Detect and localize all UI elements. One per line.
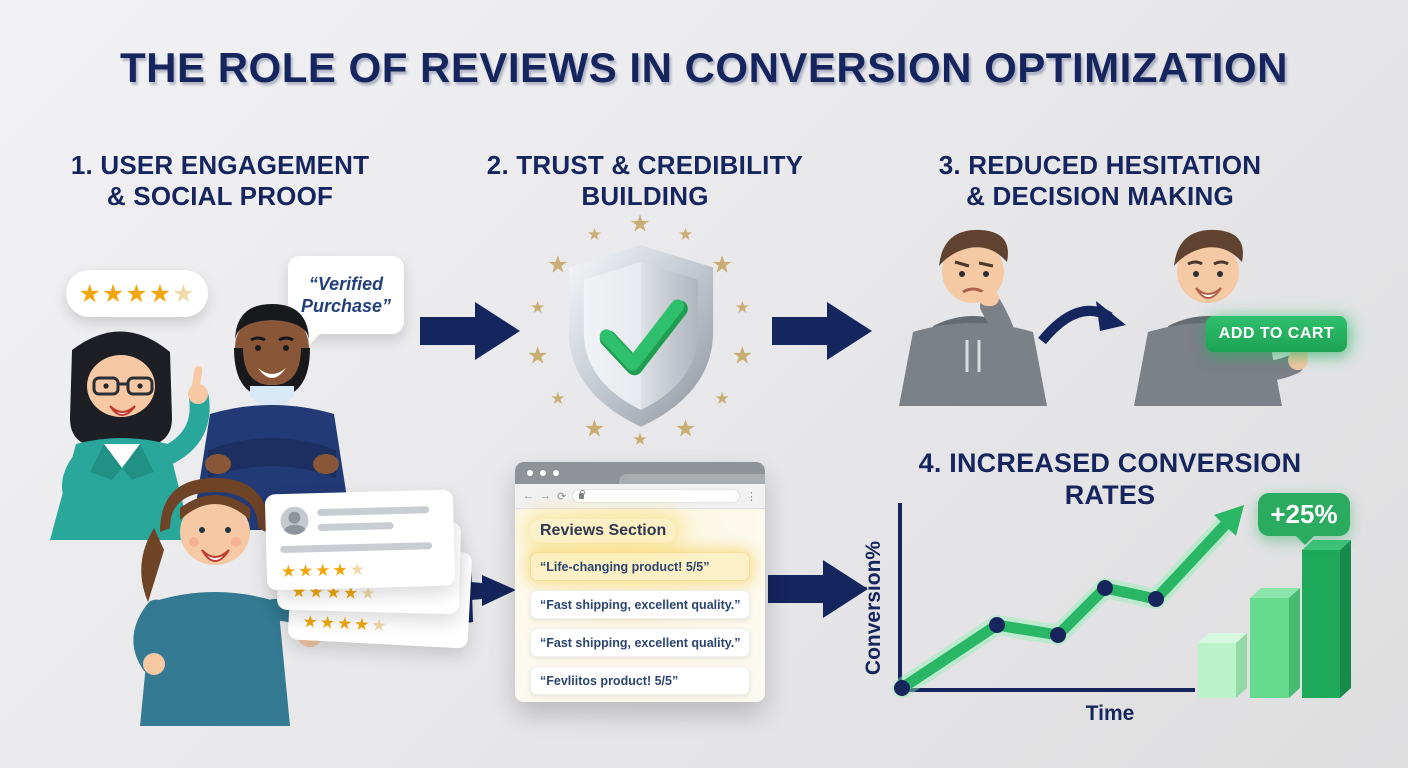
ring-star-icon: ★ bbox=[629, 210, 651, 238]
section-4-line1: 4. INCREASED CONVERSION RATES bbox=[918, 448, 1302, 510]
ring-star-icon: ★ bbox=[711, 251, 733, 279]
ring-star-icon: ★ bbox=[714, 389, 730, 409]
review-row-3: “Fast shipping, excellent quality.” bbox=[530, 628, 750, 657]
uplift-badge: +25% bbox=[1258, 493, 1350, 545]
x-axis-label: Time bbox=[1086, 702, 1135, 725]
ring-star-icon: ★ bbox=[632, 430, 648, 449]
browser-window: ← → ⟳ ⋮ Reviews Section “Life-changing p… bbox=[515, 462, 765, 702]
page-title: THE ROLE OF REVIEWS IN CONVERSION OPTIMI… bbox=[120, 44, 1288, 91]
section-1-line2: & SOCIAL PROOF bbox=[106, 180, 334, 211]
growth-bars bbox=[1198, 540, 1351, 698]
review-row-4: “Fevliitos product! 5/5” bbox=[530, 666, 750, 695]
bubble-line2: Purchase” bbox=[300, 296, 392, 316]
section-2-line1: 2. TRUST & CREDIBILITY bbox=[486, 150, 804, 180]
hesitant-man-illustration bbox=[899, 229, 1047, 406]
avatar bbox=[280, 506, 309, 536]
ring-star-icon: ★ bbox=[731, 342, 754, 370]
star-ring: ★★★★★★★★★★★★★★ bbox=[523, 210, 757, 451]
star-icons: ★★★★ bbox=[302, 611, 372, 635]
url-bar[interactable] bbox=[572, 489, 740, 503]
trust-shield-icon bbox=[568, 245, 714, 427]
refresh-icon[interactable]: ⟳ bbox=[557, 490, 567, 503]
window-control-dots bbox=[527, 470, 559, 476]
star-icon-pale: ★ bbox=[172, 279, 196, 308]
ring-star-icon: ★ bbox=[677, 224, 694, 244]
ring-star-icon: ★ bbox=[586, 224, 603, 244]
browser-content: Reviews Section “Life-changing product! … bbox=[515, 509, 765, 702]
back-icon[interactable]: ← bbox=[523, 490, 534, 502]
section-3-heading: 3. REDUCED HESITATION & DECISION MAKING bbox=[925, 150, 1275, 211]
arrow-right-icon bbox=[768, 560, 868, 618]
ring-star-icon: ★ bbox=[674, 415, 697, 443]
curved-arrow-icon bbox=[1038, 301, 1126, 345]
ring-star-icon: ★ bbox=[526, 342, 549, 370]
add-to-cart-button[interactable]: ADD TO CART bbox=[1206, 316, 1347, 352]
conversion-line-chart: Conversion% Time bbox=[862, 503, 1351, 725]
ring-star-icon: ★ bbox=[583, 415, 606, 443]
section-2-line2: BUILDING bbox=[581, 180, 709, 211]
section-1-line1: 1. USER ENGAGEMENT bbox=[70, 150, 370, 180]
review-row-1: “Life-changing product! 5/5” bbox=[530, 552, 750, 581]
ring-star-icon: ★ bbox=[530, 297, 546, 317]
y-axis-label: Conversion% bbox=[862, 541, 885, 676]
section-2-heading: 2. TRUST & CREDIBILITY BUILDING bbox=[480, 150, 810, 211]
review-rows: “Life-changing product! 5/5” “Fast shippi… bbox=[530, 552, 750, 695]
bubble-line1: “Verified bbox=[308, 273, 384, 294]
section-3-line2: & DECISION MAKING bbox=[966, 180, 1234, 211]
review-row-2: “Fast shipping, excellent quality.” bbox=[530, 590, 750, 619]
review-card-front: ★★★★★ bbox=[264, 489, 456, 591]
browser-titlebar bbox=[515, 462, 765, 484]
section-3-line1: 3. REDUCED HESITATION bbox=[938, 150, 1262, 180]
star-icons: ★★★★ bbox=[280, 560, 350, 582]
forward-icon[interactable]: → bbox=[540, 490, 551, 502]
ring-star-icon: ★ bbox=[547, 251, 569, 279]
section-4-heading: 4. INCREASED CONVERSION RATES bbox=[880, 448, 1340, 512]
arrow-right-icon bbox=[772, 302, 872, 360]
verified-purchase-bubble: “Verified Purchase” bbox=[288, 256, 404, 348]
reviews-section-heading: Reviews Section bbox=[530, 519, 677, 543]
arrow-right-icon bbox=[420, 302, 520, 360]
rating-pill: ★★★★ ★ bbox=[66, 270, 208, 317]
ring-star-icon: ★ bbox=[734, 297, 750, 317]
woman-pointing-illustration bbox=[50, 331, 210, 540]
section-1-heading: 1. USER ENGAGEMENT & SOCIAL PROOF bbox=[60, 150, 380, 211]
star-icons-filled: ★★★★ bbox=[78, 279, 173, 308]
menu-icon[interactable]: ⋮ bbox=[746, 490, 757, 503]
browser-toolbar: ← → ⟳ ⋮ bbox=[515, 484, 765, 509]
lock-icon bbox=[579, 490, 585, 499]
ring-star-icon: ★ bbox=[550, 389, 566, 409]
happy-man-illustration bbox=[1134, 229, 1310, 406]
